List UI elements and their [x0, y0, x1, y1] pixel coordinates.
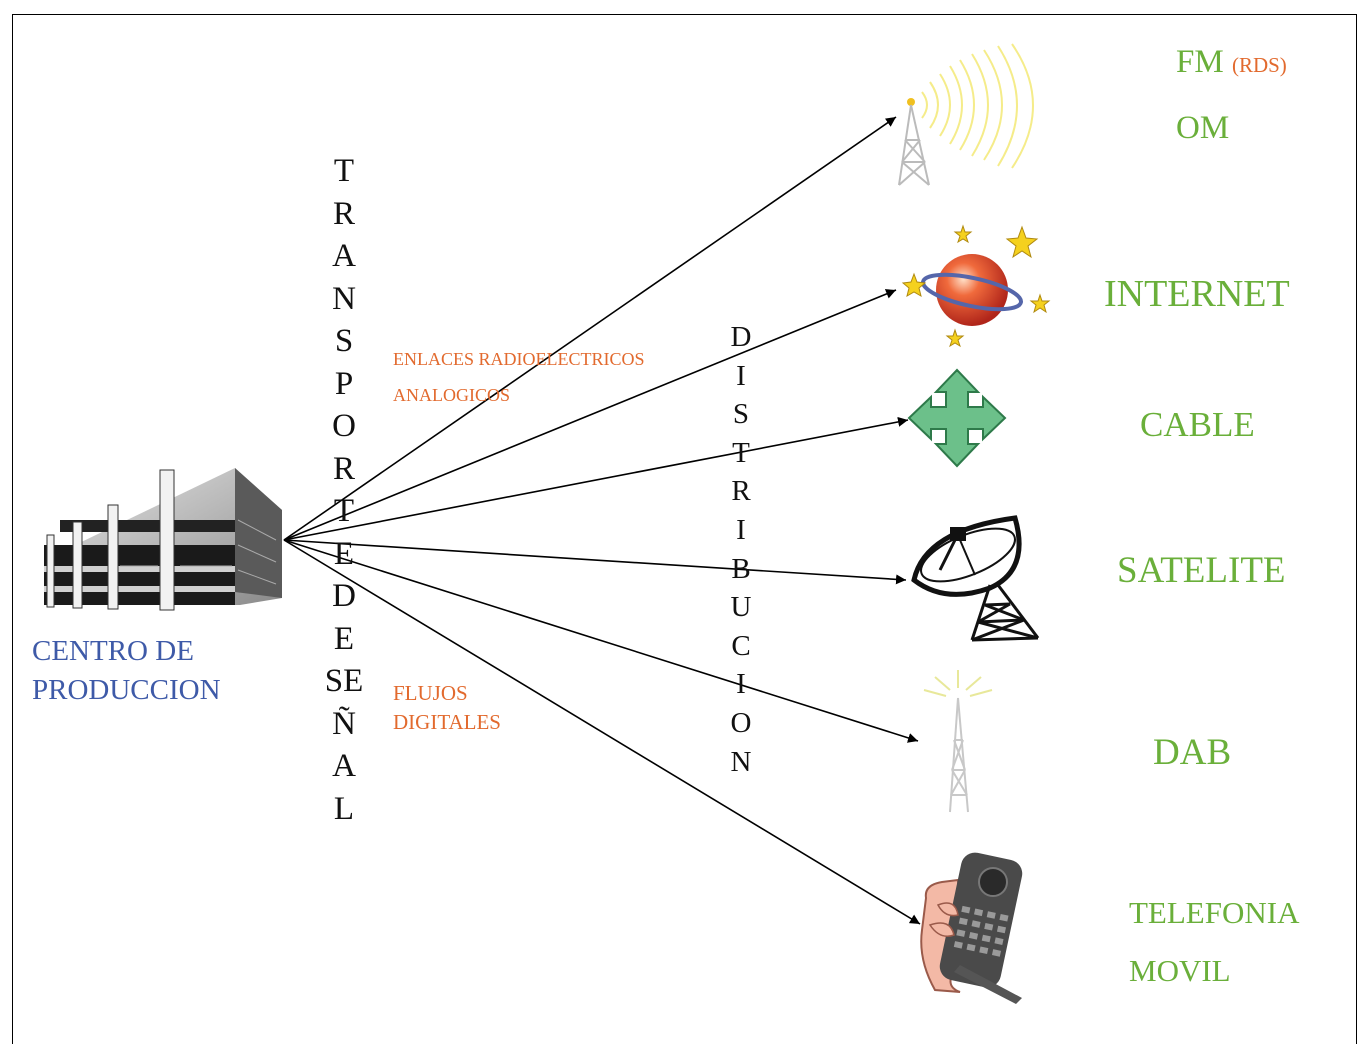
- internet-label: INTERNET: [1104, 273, 1290, 315]
- mobile-phone-icon: [920, 852, 1023, 1004]
- transport-letter: SE: [324, 663, 364, 699]
- production-center-label: CENTRO DE PRODUCCION: [32, 632, 221, 710]
- transport-letter: T: [333, 493, 355, 529]
- radio-tower-icon: [898, 43, 1034, 186]
- arrow-cable: [283, 416, 909, 541]
- arrow-telefonia: [283, 539, 921, 925]
- production-center-line-2: PRODUCCION: [32, 674, 221, 706]
- diagram-frame: [12, 14, 1357, 1044]
- distribution-letter: D: [730, 321, 752, 353]
- cross-arrows-icon: [907, 368, 1007, 468]
- dab-label: DAB: [1153, 732, 1232, 773]
- transport-letter: R: [332, 450, 355, 487]
- rds-text: (RDS): [1231, 53, 1287, 77]
- fm-label: FM (RDS): [1176, 42, 1287, 85]
- telefonia-label: TELEFONIA MOVIL: [1129, 884, 1299, 1000]
- transport-letter: Ñ: [332, 705, 356, 742]
- transport-letter: S: [334, 323, 354, 359]
- transport-letter: R: [332, 195, 355, 232]
- analog-links-line-1: ENLACES RADIOELECTRICOS: [393, 349, 645, 369]
- om-label: OM: [1176, 110, 1230, 146]
- arrow-internet: [283, 289, 897, 541]
- distribution-letter: I: [736, 668, 746, 701]
- transport-letter: E: [333, 620, 355, 657]
- telefonia-line-1: TELEFONIA: [1129, 895, 1300, 930]
- transport-letter: O: [332, 408, 356, 444]
- distribution-letter: I: [736, 359, 746, 392]
- distribution-letter: S: [732, 398, 750, 431]
- globe-stars-icon: [901, 224, 1051, 348]
- arrow-fm: [283, 116, 897, 541]
- distribution-letter: O: [730, 706, 752, 739]
- dab-antenna-icon: [923, 670, 993, 813]
- distribution-letter: I: [736, 513, 746, 546]
- distribution-letter: T: [732, 436, 750, 469]
- satelite-label: SATELITE: [1117, 550, 1286, 591]
- arrow-satelite: [283, 539, 907, 585]
- transport-letter: D: [332, 578, 356, 614]
- transport-letter: E: [333, 535, 355, 572]
- production-center-line-1: CENTRO DE: [32, 635, 194, 667]
- analog-links-line-2: ANALOGICOS: [393, 385, 510, 405]
- distribution-letter: U: [730, 591, 752, 624]
- analog-links-label: ENLACES RADIOELECTRICOS ANALOGICOS: [393, 341, 645, 413]
- distribution-letter: N: [730, 745, 752, 778]
- transport-letter: T: [333, 153, 355, 189]
- digital-streams-line-1: FLUJOS: [393, 681, 468, 705]
- digital-streams-line-2: DIGITALES: [393, 710, 501, 734]
- distribution-letter: C: [731, 629, 751, 662]
- distribution-letter: R: [731, 475, 751, 508]
- digital-streams-label: FLUJOS DIGITALES: [393, 679, 501, 737]
- transport-letter: A: [332, 238, 356, 274]
- transport-letter: N: [332, 280, 356, 317]
- cable-label: CABLE: [1140, 405, 1255, 444]
- building-icon: [44, 468, 282, 611]
- satellite-dish-icon: [911, 515, 1040, 642]
- fm-text: FM: [1176, 44, 1224, 80]
- telefonia-line-2: MOVIL: [1129, 953, 1231, 988]
- distribution-letter: B: [731, 552, 751, 585]
- transport-letter: L: [333, 790, 355, 827]
- transport-letter: P: [334, 365, 354, 402]
- arrow-dab: [283, 539, 919, 743]
- transport-letter: A: [332, 748, 356, 784]
